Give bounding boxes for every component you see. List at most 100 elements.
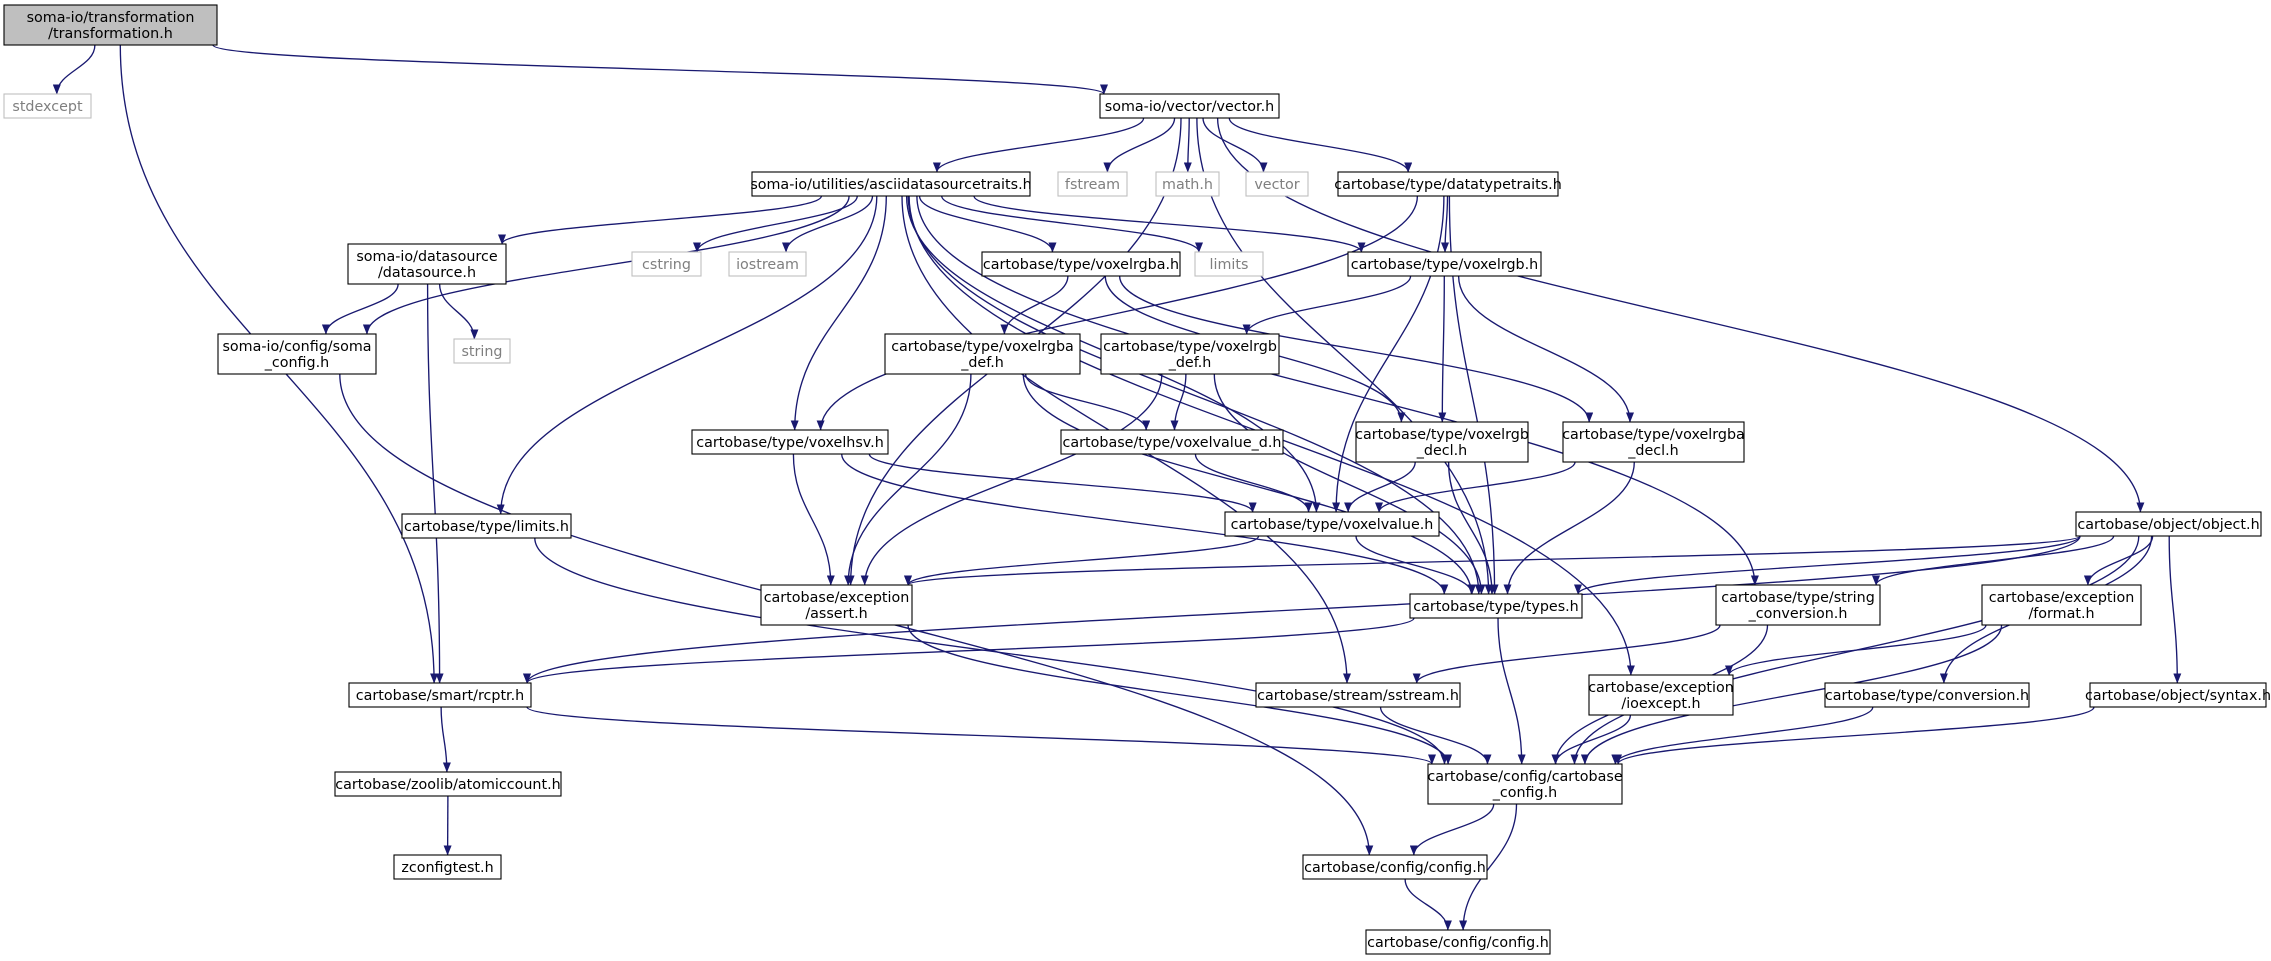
edge-cartobase-config-to-config-h2 (1459, 803, 1518, 931)
node-voxelrgb[interactable]: cartobase/type/voxelrgb.h (1347, 251, 1542, 277)
node-ioexcept[interactable]: cartobase/exception/ioexcept.h (1588, 674, 1734, 716)
node-box (348, 682, 532, 708)
node-label: cartobase/type/limits.h (404, 519, 569, 535)
node-label: /transformation.h (48, 26, 173, 42)
node-rcptr[interactable]: cartobase/smart/rcptr.h (348, 682, 532, 708)
edge-voxelrgba-def-to-assert (844, 373, 972, 586)
node-label: soma-io/transformation (27, 10, 195, 26)
edge-asciids-to-limits-h (496, 195, 878, 515)
node-voxelrgb-decl[interactable]: cartobase/type/voxelrgb_decl.h (1355, 421, 1529, 463)
node-asciids[interactable]: soma-io/utilities/asciidatasourcetraits.… (750, 171, 1032, 197)
node-box (1100, 333, 1280, 375)
edge-types-to-cartobase-config (1497, 617, 1526, 765)
edge-datatypetraits-to-voxelhsv (816, 195, 1419, 431)
node-voxelvalue[interactable]: cartobase/type/voxelvalue.h (1224, 511, 1440, 537)
node-box (1099, 93, 1280, 119)
node-limits[interactable]: limits (1194, 251, 1264, 277)
node-label: cartobase/type/conversion.h (1825, 688, 2029, 704)
node-label: string (461, 344, 502, 360)
node-voxelrgba-decl[interactable]: cartobase/type/voxelrgba_decl.h (1562, 421, 1745, 463)
node-label: _config.h (1492, 785, 1558, 801)
node-format[interactable]: cartobase/exception/format.h (1981, 584, 2142, 626)
node-label: _def.h (1168, 355, 1212, 371)
node-datasource[interactable]: soma-io/datasource/datasource.h (347, 243, 507, 285)
node-datatypetraits[interactable]: cartobase/type/datatypetraits.h (1334, 171, 1562, 197)
node-label: soma-io/config/soma (222, 339, 371, 355)
node-label: cartobase/exception (1989, 590, 2135, 606)
node-label: vector (1254, 177, 1299, 193)
node-stdexcept[interactable]: stdexcept (3, 93, 92, 119)
edge-asciids-to-voxelrgba (918, 195, 1057, 253)
dependency-nodes: soma-io/transformation/transformation.hs… (3, 4, 2271, 955)
node-types[interactable]: cartobase/type/types.h (1409, 593, 1583, 619)
edge-datasource-to-rcptr (426, 283, 444, 684)
edge-string-conv-to-sstream (1412, 624, 1721, 684)
node-box (1155, 171, 1220, 197)
node-atomiccount[interactable]: cartobase/zoolib/atomiccount.h (334, 771, 562, 797)
node-label: cartobase/type/voxelhsv.h (696, 435, 884, 451)
edge-voxelhsv-to-voxelvalue (868, 453, 1257, 513)
edge-format-to-cartobase-config (1580, 624, 2003, 765)
node-voxelrgba-def[interactable]: cartobase/type/voxelrgba_def.h (884, 333, 1081, 375)
node-config-h2[interactable]: cartobase/config/config.h (1365, 929, 1551, 955)
node-limits-h[interactable]: cartobase/type/limits.h (401, 513, 572, 539)
node-conversion[interactable]: cartobase/type/conversion.h (1824, 682, 2030, 708)
node-config-h1[interactable]: cartobase/config/config.h (1302, 854, 1488, 880)
edge-object-to-assert (904, 535, 2081, 586)
edge-assert-to-cartobase-config (907, 624, 1453, 765)
node-soma-config[interactable]: soma-io/config/soma_config.h (217, 333, 377, 375)
node-box (2089, 682, 2267, 708)
edge-asciids-to-voxelhsv (790, 195, 887, 431)
edge-object-to-rcptr (523, 535, 2081, 684)
node-box (3, 93, 92, 119)
node-label: cartobase/type/string (1721, 590, 1875, 606)
edge-conversion-to-cartobase-config (1611, 706, 1874, 765)
node-math-h[interactable]: math.h (1155, 171, 1220, 197)
edge-voxelrgba-def-to-voxelvalue-d (1024, 373, 1151, 431)
node-voxelvalue-d[interactable]: cartobase/type/voxelvalue_d.h (1060, 429, 1284, 455)
node-box (1060, 429, 1284, 455)
node-iostream[interactable]: iostream (728, 251, 807, 277)
node-vector[interactable]: vector (1245, 171, 1309, 197)
node-string[interactable]: string (453, 338, 511, 364)
node-box (1824, 682, 2030, 708)
node-box (393, 854, 502, 880)
edge-voxelrgb-to-voxelrgb-def (1242, 275, 1412, 335)
node-sstream[interactable]: cartobase/stream/sstream.h (1255, 682, 1461, 708)
node-label: cartobase/type/voxelrgb.h (1351, 257, 1538, 273)
edge-format-to-ioexcept (1725, 624, 1987, 676)
edge-vector-h-to-fstream (1103, 117, 1176, 173)
node-label: _def.h (960, 355, 1004, 371)
node-box (1337, 171, 1559, 197)
node-object[interactable]: cartobase/object/object.h (2075, 511, 2262, 537)
node-string-conv[interactable]: cartobase/type/string_conversion.h (1715, 584, 1881, 626)
edge-asciids-to-limits (941, 195, 1203, 253)
node-vector-h[interactable]: soma-io/vector/vector.h (1099, 93, 1280, 119)
node-box (751, 171, 1031, 197)
node-label: cartobase/object/object.h (2077, 517, 2259, 533)
node-voxelrgb-def[interactable]: cartobase/type/voxelrgb_def.h (1100, 333, 1280, 375)
node-voxelrgba[interactable]: cartobase/type/voxelrgba.h (981, 251, 1181, 277)
edge-object-to-syntax (2168, 535, 2182, 684)
node-cartobase-config[interactable]: cartobase/config/cartobase_config.h (1427, 763, 1623, 805)
node-voxelhsv[interactable]: cartobase/type/voxelhsv.h (691, 429, 889, 455)
node-label: soma-io/vector/vector.h (1105, 99, 1274, 115)
node-box (1427, 763, 1623, 805)
node-label: zconfigtest.h (401, 860, 493, 876)
edge-sstream-to-cartobase-config (1379, 706, 1492, 765)
node-assert[interactable]: cartobase/exception/assert.h (760, 584, 913, 626)
node-fstream[interactable]: fstream (1057, 171, 1128, 197)
node-cstring[interactable]: cstring (631, 251, 702, 277)
edge-limits-h-to-cartobase-config (534, 537, 1449, 765)
edge-asciids-to-string-conv (916, 195, 1759, 586)
node-box (1981, 584, 2142, 626)
edge-object-to-types (1574, 535, 2081, 595)
node-label: cartobase/type/types.h (1413, 599, 1579, 615)
node-label: cartobase/config/cartobase (1427, 769, 1622, 785)
node-zconfigtest[interactable]: zconfigtest.h (393, 854, 502, 880)
node-label: cartobase/type/voxelrgba (1562, 427, 1745, 443)
edge-root-to-vector-h (212, 44, 1108, 95)
node-root[interactable]: soma-io/transformation/transformation.h (3, 4, 218, 46)
edge-types-to-rcptr (523, 617, 1415, 684)
node-syntax[interactable]: cartobase/object/syntax.h (2085, 682, 2271, 708)
